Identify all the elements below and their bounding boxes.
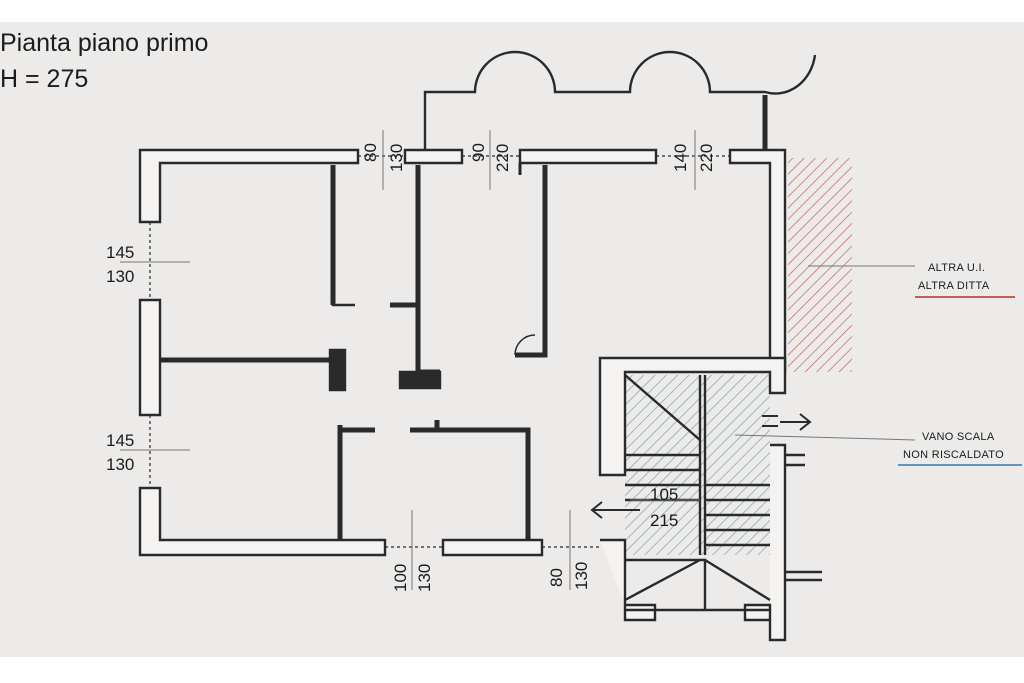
dimension-height: 215 xyxy=(650,511,679,530)
dimension-height: 130 xyxy=(415,563,434,592)
other-unit-hatch xyxy=(788,158,852,372)
dimension-height: 130 xyxy=(572,561,591,590)
stairwell-label: VANO SCALA xyxy=(922,431,995,443)
stairwell-hatch xyxy=(625,375,770,555)
other-company-label: ALTRA DITTA xyxy=(918,280,990,292)
dimension-width: 80 xyxy=(547,568,566,587)
dimension-height: 220 xyxy=(697,143,716,172)
exit-arrows xyxy=(590,413,812,519)
dimension-width: 145 xyxy=(106,243,135,262)
dimension-height: 220 xyxy=(493,143,512,172)
dimension-width: 90 xyxy=(469,143,488,162)
walls xyxy=(138,50,822,642)
unheated-label: NON RISCALDATO xyxy=(903,449,1004,461)
other-unit-label: ALTRA U.I. xyxy=(928,262,986,274)
dimension-height: 130 xyxy=(106,267,135,286)
dimension-width: 105 xyxy=(650,485,679,504)
dimension-height: 130 xyxy=(106,455,135,474)
dimension-width: 140 xyxy=(671,143,690,172)
floor-plan-drawing xyxy=(120,50,1022,642)
dimension-height: 130 xyxy=(387,143,406,172)
dimension-width: 100 xyxy=(391,563,410,592)
dimension-width: 80 xyxy=(361,143,380,162)
plan-title: Pianta piano primo xyxy=(0,29,209,57)
plan-height: H = 275 xyxy=(0,65,89,93)
dimension-width: 145 xyxy=(106,431,135,450)
dimension-lines xyxy=(120,130,916,590)
floor-plan-sheet: Pianta piano primo H = 275 80 130 90 220… xyxy=(0,22,1024,657)
